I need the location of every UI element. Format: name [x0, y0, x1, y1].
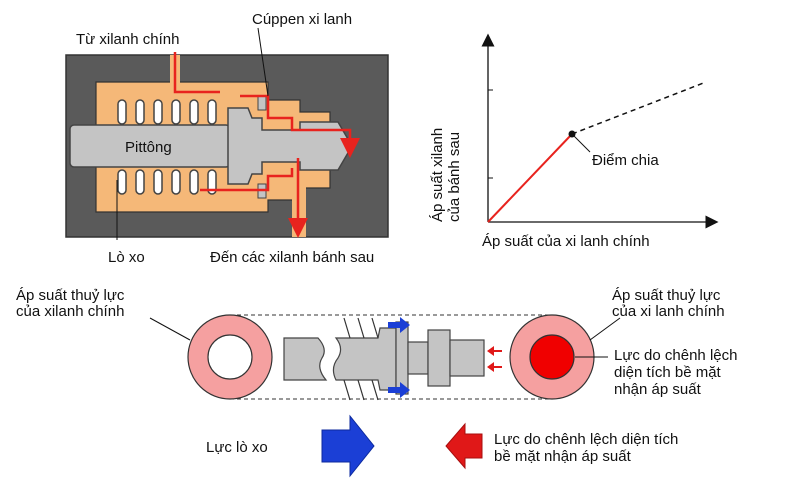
piston-head	[227, 107, 353, 185]
to-rear-label: Đến các xilanh bánh sau	[210, 249, 374, 266]
cup-leader	[257, 27, 269, 97]
graph-segment-after-split	[571, 81, 707, 135]
small-pressure-arrow-bottom	[487, 362, 502, 372]
left-pressure-label-line2: của xilanh chính	[16, 303, 124, 320]
right-pressure-label-line1: Áp suất thuỷ lực	[612, 287, 721, 304]
from-master-label: Từ xilanh chính	[76, 31, 179, 48]
area-diff-label-line1: Lực do chênh lệch	[614, 347, 737, 364]
flow-lower	[200, 168, 294, 192]
spring-force-label: Lực lò xo	[206, 439, 268, 456]
spring-label: Lò xo	[108, 249, 145, 266]
graph-ylabel-line2: của bánh sau	[446, 132, 463, 222]
spring-force-arrow-icon	[321, 414, 375, 478]
force-balance: Áp suất thuỷ lực của xilanh chính Áp suấ…	[16, 287, 737, 401]
area-diff-arrow-icon	[445, 422, 483, 470]
valve-section: Từ xilanh chính Cúppen xi lanh Pittông L…	[65, 11, 389, 266]
area-diff-label-line3: nhận áp suất	[614, 381, 702, 398]
split-point-leader	[573, 135, 591, 153]
small-spring-arrow-top	[388, 317, 410, 333]
flow-inlet	[173, 52, 220, 94]
left-ring-bore	[207, 334, 253, 380]
cup-seal-top	[257, 95, 267, 111]
split-point-label: Điểm chia	[592, 152, 659, 169]
force-piston-neck	[407, 341, 429, 375]
left-pressure-label-line1: Áp suất thuỷ lực	[16, 287, 125, 304]
small-spring-arrow-bottom	[388, 382, 410, 398]
graph-segment-before-split	[487, 133, 573, 223]
split-point-marker	[568, 130, 576, 138]
legend-area-label-line1: Lực do chênh lệch diện tích	[494, 431, 678, 448]
graph-xlabel: Áp suất của xi lanh chính	[482, 233, 650, 250]
force-piston-collar	[395, 321, 409, 395]
cup-label: Cúppen xi lanh	[252, 11, 352, 28]
right-pressure-leader	[589, 317, 621, 341]
right-ring-core	[529, 334, 575, 380]
legend: Lực lò xo Lực do chênh lệch diện tích bề…	[206, 414, 678, 478]
legend-area-label-line2: bề mặt nhận áp suất	[494, 448, 632, 465]
force-piston-left	[283, 337, 328, 381]
graph-ylabel-line1: Áp suất xilanh	[429, 128, 446, 222]
small-pressure-arrow-top	[487, 346, 502, 356]
left-pressure-leader	[149, 317, 191, 341]
spring-coils	[117, 99, 217, 195]
pressure-graph: Điểm chia Áp suất xilanh của bánh sau Áp…	[429, 33, 719, 250]
piston-label: Pittông	[125, 139, 172, 156]
force-piston-step	[427, 329, 451, 387]
force-spring-coils	[343, 317, 379, 401]
area-diff-label-line2: diện tích bề mặt	[614, 364, 722, 381]
force-piston-tip	[449, 339, 485, 377]
right-pressure-label-line2: của xi lanh chính	[612, 303, 725, 320]
force-piston-body	[332, 327, 397, 391]
projection-lines	[230, 314, 552, 400]
